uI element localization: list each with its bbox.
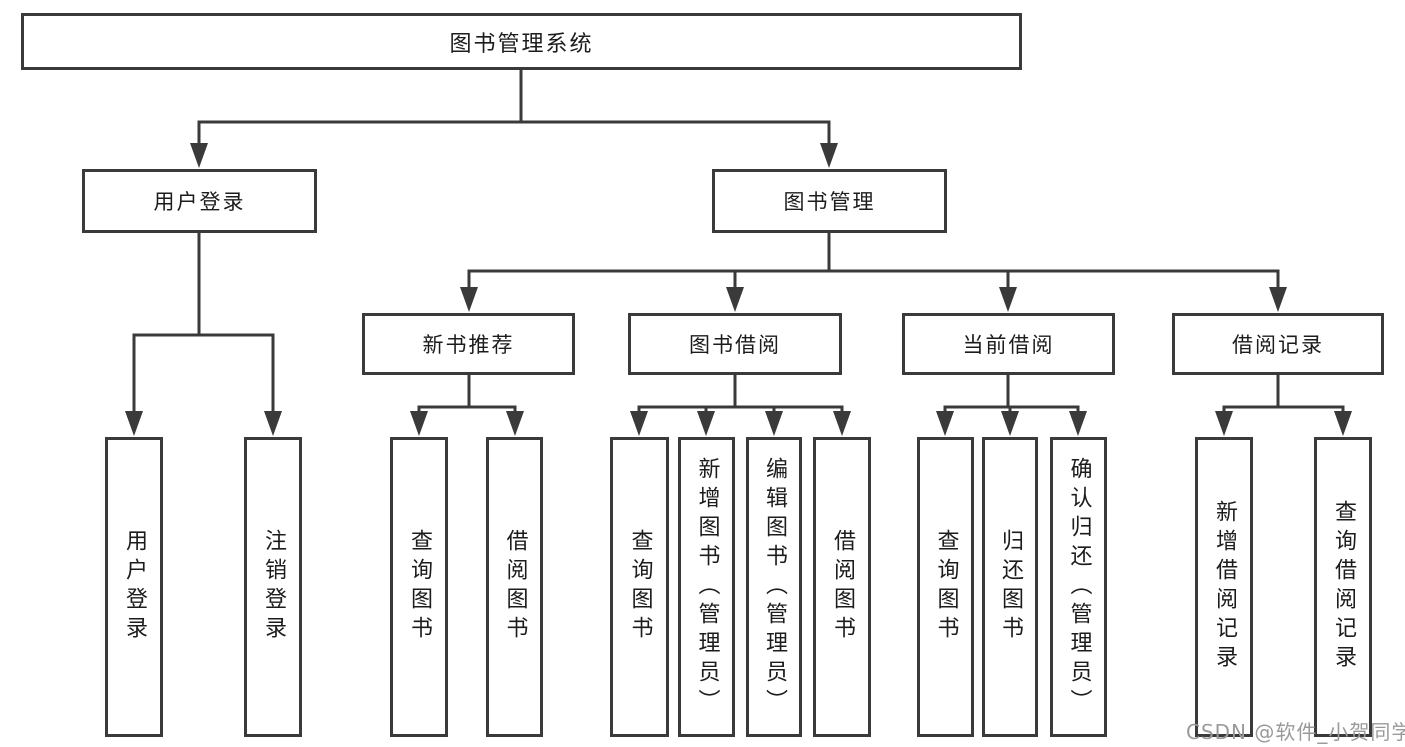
node-book-borrow: 图书借阅 [628, 313, 842, 375]
node-label: 查询图书 [407, 529, 432, 645]
node-label: 编辑图书（管理员） [762, 456, 787, 718]
node-label: 新书推荐 [422, 333, 515, 357]
arrow-down-icon [726, 287, 744, 312]
arrow-down-icon [264, 411, 282, 436]
arrow-down-icon [410, 411, 428, 436]
node-label: 归还图书 [998, 529, 1023, 645]
node-label: 查询图书 [933, 529, 959, 645]
node-label: 图书管理系统 [449, 31, 594, 57]
node-new-book-rec: 新书推荐 [362, 313, 575, 375]
node-label: 注销登录 [261, 529, 286, 645]
arrow-down-icon [630, 411, 648, 436]
node-current-borrow: 当前借阅 [902, 313, 1115, 375]
node-leaf-borrow-book-2: 借阅图书 [813, 437, 871, 737]
node-leaf-query-book-1: 查询图书 [390, 437, 448, 737]
node-leaf-query-borrow-record: 查询借阅记录 [1314, 437, 1372, 737]
node-leaf-logout: 注销登录 [244, 437, 302, 737]
arrow-down-icon [506, 411, 524, 436]
arrow-down-icon [697, 411, 715, 436]
node-label: 借阅图书 [830, 529, 855, 645]
node-label: 新增借阅记录 [1212, 500, 1237, 674]
node-user-login: 用户登录 [82, 169, 317, 233]
node-leaf-query-book-3: 查询图书 [917, 437, 974, 737]
arrow-down-icon [820, 143, 838, 168]
node-label: 新增图书（管理员） [694, 456, 720, 718]
node-label: 图书管理 [783, 190, 876, 214]
node-leaf-query-book-2: 查询图书 [610, 437, 669, 737]
node-leaf-add-borrow-record: 新增借阅记录 [1195, 437, 1253, 737]
node-label: 确认归还（管理员） [1066, 456, 1092, 718]
node-label: 用户登录 [122, 529, 147, 645]
arrow-down-icon [1269, 287, 1287, 312]
node-leaf-return-book: 归还图书 [982, 437, 1038, 737]
node-label: 查询图书 [627, 529, 653, 645]
arrow-down-icon [1334, 411, 1352, 436]
node-leaf-add-book: 新增图书（管理员） [678, 437, 735, 737]
node-label: 用户登录 [153, 190, 246, 214]
node-leaf-borrow-book-1: 借阅图书 [486, 437, 543, 737]
arrow-down-icon [936, 411, 954, 436]
arrow-down-icon [460, 287, 478, 312]
node-leaf-edit-book: 编辑图书（管理员） [746, 437, 802, 737]
node-root: 图书管理系统 [21, 13, 1022, 70]
arrow-down-icon [1215, 411, 1233, 436]
node-borrow-records: 借阅记录 [1172, 313, 1384, 375]
arrow-down-icon [190, 143, 208, 168]
node-label: 图书借阅 [689, 333, 781, 357]
node-label: 查询借阅记录 [1331, 500, 1356, 674]
arrow-down-icon [765, 411, 783, 436]
arrow-down-icon [125, 411, 143, 436]
watermark: CSDN @软件_小贺同学 [1186, 720, 1405, 744]
arrow-down-icon [833, 411, 851, 436]
node-leaf-user-login: 用户登录 [105, 437, 163, 737]
node-label: 当前借阅 [962, 333, 1055, 357]
arrow-down-icon [1069, 411, 1087, 436]
node-label: 借阅图书 [502, 529, 528, 645]
node-leaf-confirm-return: 确认归还（管理员） [1050, 437, 1107, 737]
arrow-down-icon [999, 287, 1017, 312]
node-book-mgmt: 图书管理 [712, 169, 947, 233]
arrow-down-icon [1001, 411, 1019, 436]
node-label: 借阅记录 [1232, 333, 1324, 357]
